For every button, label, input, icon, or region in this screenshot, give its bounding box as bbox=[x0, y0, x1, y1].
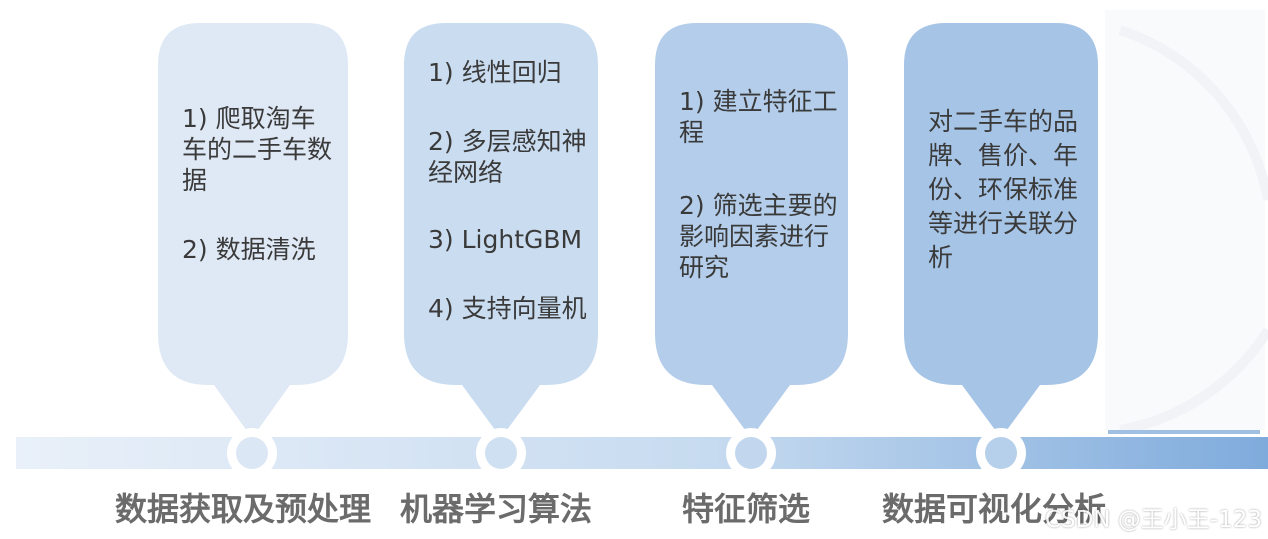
bubble-item: 对二手车的品牌、售价、年份、环保标准等进行关联分析 bbox=[928, 107, 1079, 272]
bubble-item: 1) 建立特征工程 bbox=[679, 87, 838, 147]
bubble-text-stage-4: 对二手车的品牌、售价、年份、环保标准等进行关联分析 bbox=[904, 105, 1098, 313]
stage-label-2: 机器学习算法 bbox=[400, 490, 593, 528]
timeline-node-3 bbox=[726, 428, 776, 478]
bubble-item: 3) LightGBM bbox=[428, 225, 583, 254]
stage-label-3: 特征筛选 bbox=[682, 490, 811, 528]
timeline-accent bbox=[1108, 430, 1260, 434]
timeline-bar bbox=[16, 437, 1268, 469]
bubble-item: 1) 线性回归 bbox=[428, 58, 562, 87]
bubble-item: 1) 爬取淘车车的二手车数据 bbox=[182, 104, 333, 195]
bubble-text-stage-2: 1) 线性回归 2) 多层感知神经网络 3) LightGBM 4) 支持向量机 bbox=[404, 57, 598, 362]
bubble-stage-2 bbox=[404, 23, 598, 438]
watermark: CSDN @王小王-123 bbox=[1044, 507, 1262, 533]
bubble-stage-4 bbox=[904, 23, 1098, 438]
bubble-item: 4) 支持向量机 bbox=[428, 294, 587, 323]
bubble-item: 2) 多层感知神经网络 bbox=[428, 127, 587, 187]
bubble-text-stage-3: 1) 建立特征工程 2) 筛选主要的影响因素进行研究 bbox=[655, 86, 848, 321]
bubble-text-stage-1: 1) 爬取淘车车的二手车数据 2) 数据清洗 bbox=[158, 103, 348, 303]
timeline-node-1 bbox=[227, 428, 277, 478]
bubble-stage-1 bbox=[158, 23, 348, 438]
stage-label-1: 数据获取及预处理 bbox=[115, 490, 372, 528]
timeline-node-2 bbox=[476, 428, 526, 478]
bubble-item: 2) 数据清洗 bbox=[182, 235, 316, 264]
background-decoration bbox=[1105, 10, 1268, 435]
stage-label-4: 数据可视化分析 bbox=[882, 490, 1107, 528]
timeline-node-4 bbox=[976, 428, 1026, 478]
bubble-stage-3 bbox=[655, 23, 848, 438]
bubble-item: 2) 筛选主要的影响因素进行研究 bbox=[679, 191, 838, 282]
